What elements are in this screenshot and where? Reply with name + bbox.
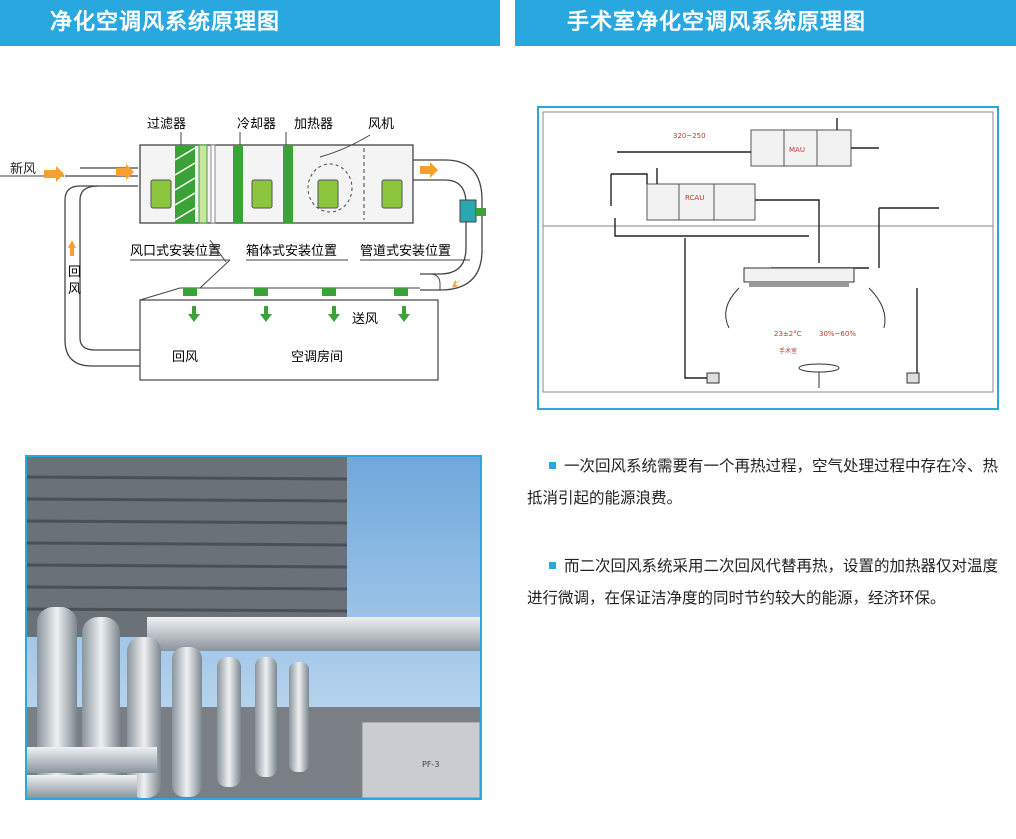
airflow-arrows: [44, 162, 465, 362]
purification-ac-diagram: 新风 过滤器 冷却器 加热器 风机 回 风 风口式安装位置 箱体式安装位置 管道…: [0, 117, 486, 381]
paragraph-secondary-return: 而二次回风系统采用二次回风代替再热，设置的加热器仅对温度进行微调，在保证洁净度的…: [527, 550, 1002, 614]
supply-arrows: [188, 306, 410, 322]
operating-room-diagram-frame: MAU RCAU 320~250: [537, 106, 999, 410]
paragraph-text: 一次回风系统需要有一个再热过程，空气处理过程中存在冷、热抵消引起的能源浪费。: [527, 457, 999, 507]
box-position-label: 箱体式安装位置: [246, 243, 337, 259]
photo-signage: PF-3: [422, 760, 439, 769]
ac-room-label: 空调房间: [291, 349, 343, 365]
room-label: 手术室: [779, 347, 797, 355]
duct-position-label: 管道式安装位置: [360, 244, 451, 259]
supply-terminals: [183, 288, 408, 296]
cooler-label: 冷却器: [237, 117, 276, 132]
fresh-air-label: 新风: [10, 161, 36, 177]
vent-position-label: 风口式安装位置: [130, 244, 221, 259]
rcau-unit: RCAU: [646, 183, 756, 221]
return-air-label: 回风: [172, 350, 198, 365]
return-air-vertical-2: 风: [68, 282, 81, 297]
bullet-icon: [549, 462, 556, 469]
paragraph-text: 而二次回风系统采用二次回风代替再热，设置的加热器仅对温度进行微调，在保证洁净度的…: [527, 557, 999, 607]
supply-air-label: 送风: [352, 312, 378, 327]
right-section-title: 手术室净化空调风系统原理图: [515, 0, 1016, 46]
rooftop-duct-photo: PF-3: [25, 455, 482, 800]
duct-loop: [64, 159, 483, 367]
humidity-label: 30%~60%: [819, 330, 856, 338]
temperature-label: 23±2°C: [774, 330, 802, 338]
paragraph-primary-return: 一次回风系统需要有一个再热过程，空气处理过程中存在冷、热抵消引起的能源浪费。: [527, 450, 1002, 514]
mau-unit: MAU: [750, 129, 852, 167]
fan-label: 风机: [368, 117, 394, 132]
mau-label: MAU: [789, 146, 805, 154]
rcau-label: RCAU: [685, 194, 704, 202]
heater-label: 加热器: [294, 117, 333, 132]
bullet-icon: [549, 562, 556, 569]
left-section-title: 净化空调风系统原理图: [0, 0, 500, 46]
filter-label: 过滤器: [147, 117, 186, 132]
return-air-vertical-1: 回: [68, 265, 81, 280]
operating-room-diagram: MAU RCAU 320~250: [542, 111, 994, 393]
range-label: 320~250: [673, 132, 706, 140]
